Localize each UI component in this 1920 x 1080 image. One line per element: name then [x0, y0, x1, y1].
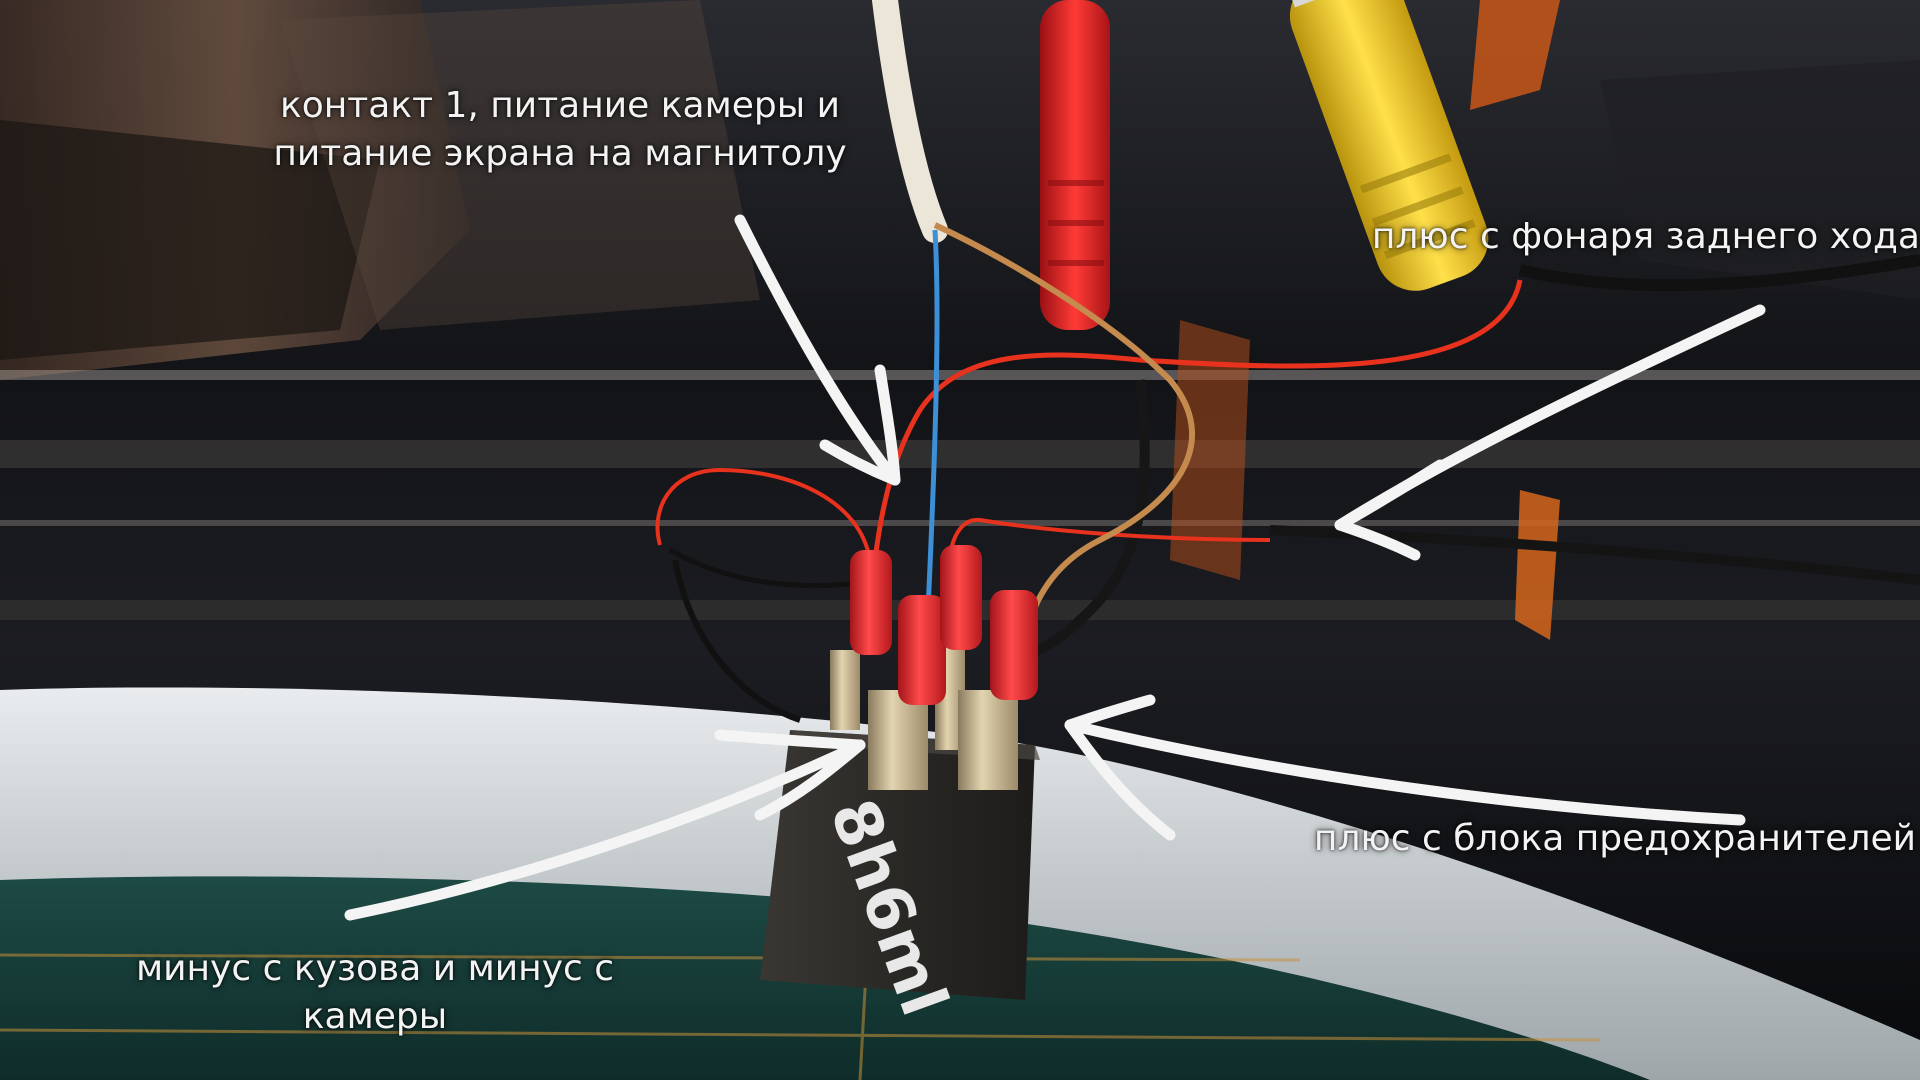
white-cable [872, 0, 948, 243]
arrow-top [734, 214, 901, 486]
arrow-bottom-left [344, 739, 866, 921]
red-terminal-sleeves [850, 545, 1038, 705]
label-ground: минус с кузова и минус с камеры [110, 945, 640, 1041]
yellow-rca-connector [1281, 0, 1489, 291]
label-contact-1-line2: питание экрана на магнитолу [273, 133, 847, 174]
relay-terminals [830, 640, 1018, 790]
label-contact-1: контакт 1, питание камеры и питание экра… [250, 82, 870, 178]
annotation-arrows [344, 214, 1766, 921]
brown-wire [933, 222, 1196, 621]
label-reverse-light-plus: плюс с фонаря заднего хода [1371, 216, 1920, 257]
blue-wire [925, 229, 940, 611]
label-ground-line1: минус с кузова и минус с [135, 948, 615, 989]
arrow-right-bottom [1064, 719, 1746, 826]
red-rca-connector [1040, 0, 1110, 330]
label-ground-line2: камеры [302, 996, 448, 1037]
label-fuse-box-plus: плюс с блока предохранителей [1313, 818, 1916, 859]
label-contact-1-line1: контакт 1, питание камеры и [279, 85, 840, 126]
